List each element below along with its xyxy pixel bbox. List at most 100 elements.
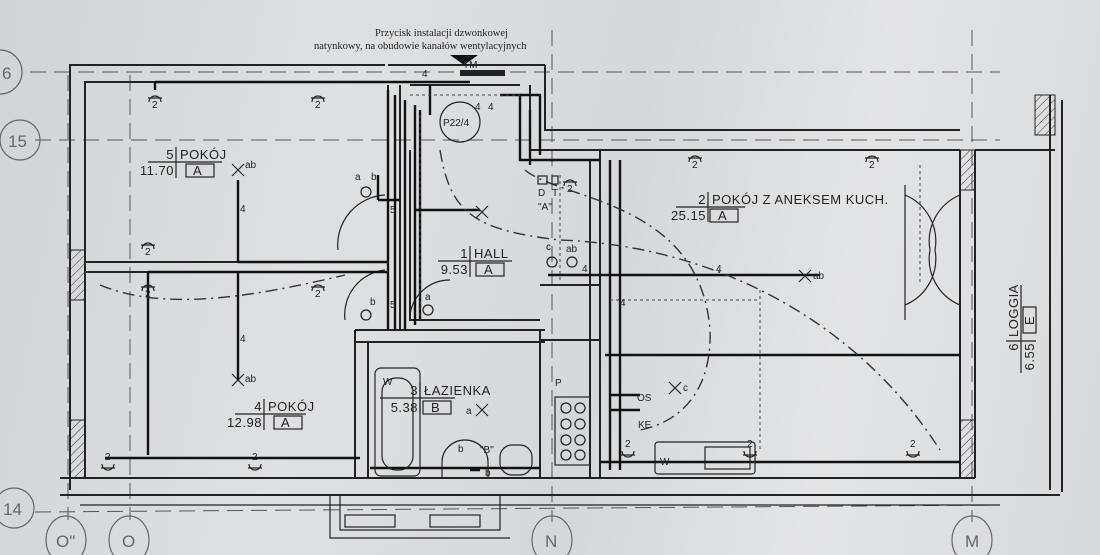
room-label-6: 6 LOGGIA 6.55 E (1006, 284, 1037, 373)
svg-text:6.55: 6.55 (1022, 343, 1037, 370)
svg-text:POKÓJ: POKÓJ (268, 399, 315, 414)
svg-text:ab: ab (813, 271, 825, 282)
svg-text:4: 4 (475, 102, 481, 113)
fixture-labels: D T "A" "B" OS KE W W P (383, 175, 670, 468)
svg-text:2: 2 (152, 100, 158, 111)
svg-text:P22/4: P22/4 (443, 118, 470, 129)
doors (337, 194, 961, 321)
grid-lines (30, 30, 1001, 522)
svg-text:ab: ab (566, 244, 578, 255)
socket-outlets: 2 2 2 2 2 2 2 2 2 2 2 2 2 (101, 95, 920, 471)
svg-text:D: D (538, 188, 545, 199)
svg-text:A: A (718, 208, 727, 223)
svg-text:5: 5 (166, 147, 174, 162)
svg-text:2: 2 (315, 100, 321, 111)
svg-text:14: 14 (3, 500, 22, 519)
svg-text:2: 2 (910, 439, 916, 450)
svg-text:W: W (660, 457, 670, 468)
svg-text:M: M (965, 532, 979, 551)
grid-bubble-n: N (531, 515, 573, 555)
svg-text:25.15: 25.15 (671, 208, 706, 223)
svg-text:E: E (1022, 316, 1037, 325)
svg-text:O: O (122, 532, 135, 551)
svg-text:b: b (485, 468, 491, 479)
wire-count-labels: 4 4 4 4 4 5 5 4 4 4 (240, 69, 722, 345)
svg-text:A: A (281, 415, 290, 430)
svg-text:O": O" (56, 532, 75, 551)
svg-text:"B": "B" (480, 445, 494, 456)
svg-text:5: 5 (390, 300, 396, 311)
svg-text:natynkowy, na obudowie kanałów: natynkowy, na obudowie kanałów wentylacy… (314, 41, 527, 52)
svg-text:2: 2 (698, 192, 706, 207)
svg-text:ŁAZIENKA: ŁAZIENKA (424, 383, 491, 398)
svg-text:c: c (683, 383, 688, 394)
svg-text:2: 2 (869, 160, 875, 171)
svg-text:2: 2 (145, 289, 151, 300)
svg-text:3: 3 (410, 383, 418, 398)
arrow-marker (450, 55, 478, 65)
svg-text:2: 2 (692, 160, 698, 171)
svg-text:4: 4 (254, 399, 262, 414)
svg-text:"A": "A" (538, 202, 552, 213)
svg-text:HALL: HALL (474, 246, 509, 261)
grid-bubble-15: 15 (0, 119, 41, 161)
room-label-3: 3 ŁAZIENKA 5.38 B (380, 383, 491, 415)
svg-text:2: 2 (252, 452, 258, 463)
svg-text:4: 4 (240, 204, 246, 215)
svg-text:2: 2 (567, 184, 573, 195)
svg-text:4: 4 (582, 264, 588, 275)
grid-bubble-14: 14 (0, 487, 35, 529)
svg-text:a: a (355, 172, 361, 183)
sink (441, 439, 489, 478)
svg-text:b: b (371, 172, 377, 183)
svg-text:KE: KE (638, 420, 652, 431)
svg-text:4: 4 (240, 334, 246, 345)
svg-text:W: W (383, 377, 393, 388)
svg-text:6: 6 (1006, 343, 1021, 351)
svg-text:4: 4 (488, 102, 494, 113)
svg-text:2: 2 (145, 247, 151, 258)
svg-text:b: b (370, 297, 376, 308)
svg-text:N: N (545, 532, 557, 551)
svg-text:OS: OS (637, 393, 652, 404)
svg-text:Przycisk instalacji dzwonkowej: Przycisk instalacji dzwonkowej (375, 28, 508, 39)
svg-text:11.70: 11.70 (140, 163, 174, 178)
bathtub (374, 367, 421, 477)
radiators (344, 514, 481, 528)
svg-text:B: B (431, 400, 440, 415)
svg-text:5: 5 (390, 205, 396, 216)
cable-runs (99, 80, 960, 472)
svg-text:LOGGIA: LOGGIA (1006, 284, 1021, 337)
svg-text:c: c (546, 242, 551, 253)
svg-text:a: a (425, 292, 431, 303)
svg-text:a: a (466, 406, 472, 417)
electrical-panel: P22/4 TM (439, 55, 505, 143)
svg-text:9.53: 9.53 (441, 262, 468, 277)
svg-text:4: 4 (422, 69, 428, 80)
stove (554, 396, 591, 466)
svg-text:2: 2 (315, 289, 321, 300)
svg-text:POKÓJ: POKÓJ (180, 147, 227, 162)
light-points: ab ab a ab c (231, 160, 825, 417)
svg-text:TM: TM (463, 60, 477, 71)
svg-text:6: 6 (2, 64, 11, 83)
grid-bubble-o: O (108, 515, 150, 555)
svg-text:2: 2 (625, 439, 631, 450)
svg-text:T: T (552, 188, 558, 199)
kitchen-sink (654, 441, 756, 475)
walls (60, 64, 1063, 539)
svg-text:b: b (458, 444, 464, 455)
svg-text:5.38: 5.38 (391, 400, 418, 415)
svg-text:1: 1 (460, 246, 468, 261)
svg-text:ab: ab (245, 160, 257, 171)
svg-text:4: 4 (620, 298, 626, 309)
grid-bubble-m: M (951, 515, 993, 555)
svg-text:A: A (484, 262, 493, 277)
room-label-4: 4 POKÓJ 12.98 A (227, 399, 315, 430)
toilet (499, 444, 533, 476)
svg-text:POKÓJ Z ANEKSEM KUCH.: POKÓJ Z ANEKSEM KUCH. (712, 192, 889, 207)
svg-text:ab: ab (245, 374, 257, 385)
svg-text:A: A (193, 163, 202, 178)
